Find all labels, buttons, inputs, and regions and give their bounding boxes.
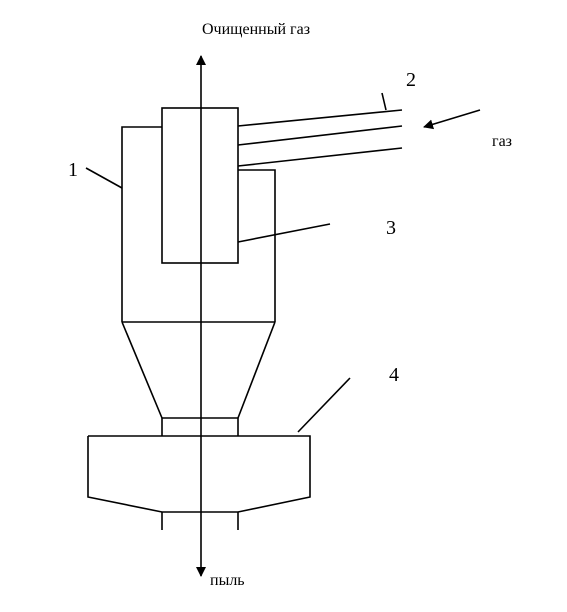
leader-2 bbox=[381, 92, 387, 111]
gas-inlet-label: газ bbox=[492, 133, 512, 150]
callout-1: 1 bbox=[68, 159, 78, 181]
cone-section bbox=[121, 321, 276, 436]
exhaust-pipe bbox=[161, 107, 239, 264]
callout-4: 4 bbox=[389, 364, 399, 386]
dust-label: пыль bbox=[210, 572, 245, 589]
leader-3 bbox=[237, 223, 331, 243]
flow-axis bbox=[196, 55, 481, 577]
leader-1 bbox=[85, 167, 123, 189]
inlet-pipe bbox=[237, 109, 403, 167]
cyclone-body bbox=[121, 126, 276, 323]
callout-2: 2 bbox=[406, 69, 416, 91]
callout-3: 3 bbox=[386, 217, 396, 239]
gas-inlet-arrow bbox=[423, 109, 481, 130]
clean-gas-label: Очищенный газ bbox=[202, 21, 310, 38]
leader-4 bbox=[297, 377, 351, 433]
leader-lines bbox=[85, 92, 387, 433]
dust-bunker bbox=[87, 435, 311, 530]
